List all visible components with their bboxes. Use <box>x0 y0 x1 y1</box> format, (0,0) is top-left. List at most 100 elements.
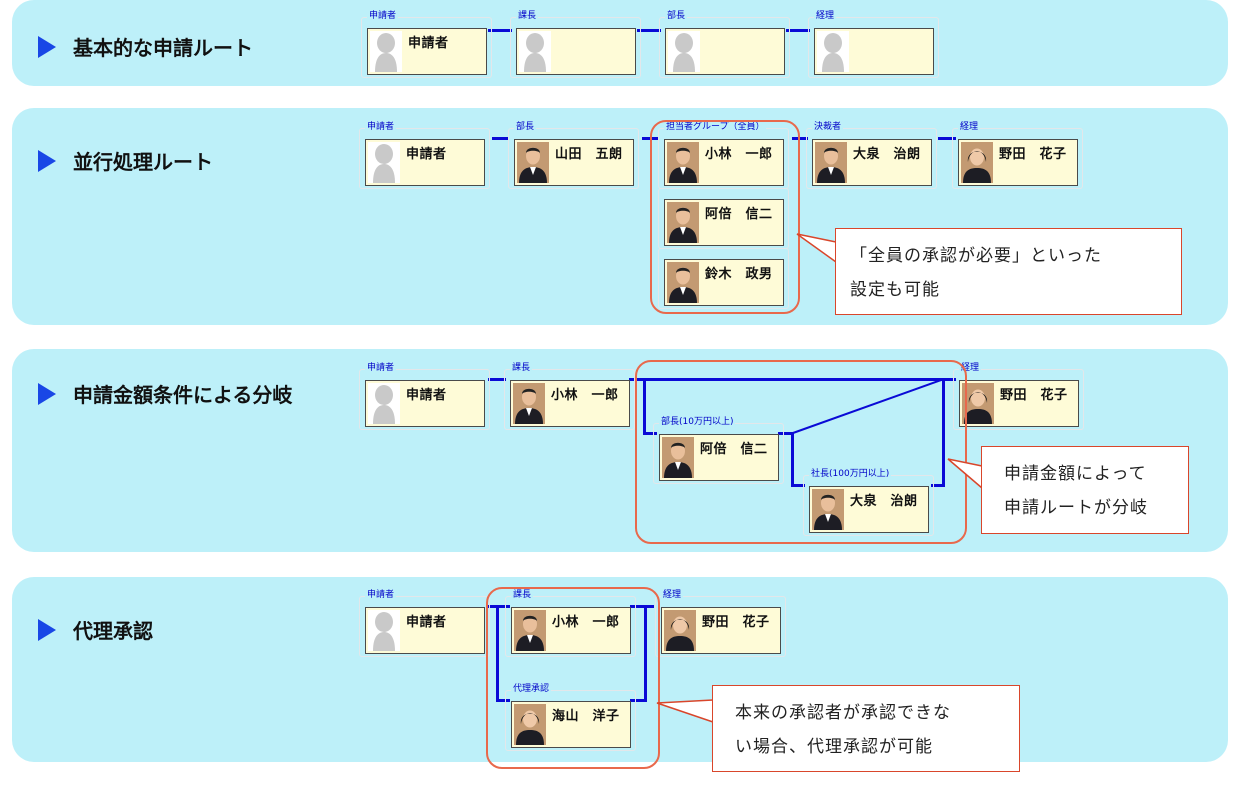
connector-line <box>492 137 508 140</box>
approver-name: 阿倍 信二 <box>705 207 773 222</box>
approver-card[interactable]: 大泉 治朗 <box>809 486 929 533</box>
node-label: 経理 <box>959 363 982 374</box>
connector-line <box>643 378 646 434</box>
approver-card[interactable]: 野田 花子 <box>958 139 1078 186</box>
approver-name: 野田 花子 <box>702 615 770 630</box>
approver-name: 鈴木 政男 <box>705 267 773 282</box>
route-node-applicant: 申請者 申請者 <box>359 363 490 430</box>
approver-card[interactable]: 鈴木 政男 <box>664 259 784 306</box>
connector-line <box>496 605 499 701</box>
connector-line <box>942 378 956 381</box>
section-title: 代理承認 <box>38 615 153 644</box>
approver-name: 小林 一郎 <box>551 388 619 403</box>
route-node-applicant: 申請者 申請者 <box>359 590 490 657</box>
route-node-keiri: 経理 野田 花子 <box>655 590 786 657</box>
approver-name: 申請者 <box>406 615 447 630</box>
connector-line <box>630 605 654 608</box>
placeholder-avatar-icon <box>368 142 400 183</box>
route-node-kessai: 決裁者 大泉 治朗 <box>806 122 937 189</box>
approver-card[interactable]: 阿倍 信二 <box>659 434 779 481</box>
node-label: 経理 <box>661 590 684 601</box>
section-title-text: 代理承認 <box>73 619 153 643</box>
placeholder-avatar-icon <box>368 383 400 424</box>
route-node-kacho: 課長 <box>510 11 641 78</box>
person-photo-icon <box>961 142 993 183</box>
approver-name: 海山 洋子 <box>552 709 620 724</box>
route-node-group-member-2: 阿倍 信二 <box>658 188 789 249</box>
approver-card[interactable]: 野田 花子 <box>661 607 781 654</box>
highlight-branch-area <box>635 360 967 544</box>
connector-line <box>792 137 808 140</box>
person-photo-icon <box>667 142 699 183</box>
route-node-kacho: 課長 小林 一郎 <box>504 363 635 430</box>
node-label: 申請者 <box>365 590 397 601</box>
node-label: 経理 <box>958 122 981 133</box>
node-label: 申請者 <box>365 363 397 374</box>
route-node-keiri: 経理 野田 花子 <box>953 363 1084 430</box>
callout-line: 本来の承認者が承認できな <box>735 703 951 723</box>
connector-line <box>488 29 512 32</box>
approver-card[interactable]: 小林 一郎 <box>511 607 631 654</box>
approver-name: 申請者 <box>406 388 447 403</box>
connector-line <box>786 29 810 32</box>
connector-line <box>791 432 794 486</box>
approver-card[interactable]: 申請者 <box>365 139 485 186</box>
callout-line: 設定も可能 <box>850 280 940 300</box>
highlight-proxy-area <box>486 587 660 769</box>
approver-card[interactable]: 阿倍 信二 <box>664 199 784 246</box>
person-photo-icon <box>662 437 694 478</box>
route-node-bucho: 部長 山田 五朗 <box>508 122 639 189</box>
node-label: 申請者 <box>365 122 397 133</box>
node-label: 部長(10万円以上) <box>659 417 736 428</box>
person-photo-icon <box>517 142 549 183</box>
person-photo-icon <box>667 262 699 303</box>
approver-name: 申請者 <box>408 36 449 51</box>
person-photo-icon <box>815 142 847 183</box>
node-label: 部長 <box>665 11 688 22</box>
callout-line: 申請金額によって <box>1004 464 1147 484</box>
placeholder-avatar-icon <box>370 31 402 72</box>
approver-name: 申請者 <box>406 147 447 162</box>
connector-line <box>630 699 647 702</box>
connector-line <box>644 605 647 701</box>
callout-line: 「全員の承認が必要」といった <box>850 246 1102 266</box>
connector-line <box>931 484 945 487</box>
approver-card[interactable]: 申請者 <box>365 607 485 654</box>
route-node-applicant: 申請者 申請者 <box>361 11 492 78</box>
approver-card[interactable] <box>665 28 785 75</box>
connector-line <box>488 605 510 608</box>
approver-card[interactable]: 野田 花子 <box>959 380 1079 427</box>
placeholder-avatar-icon <box>368 610 400 651</box>
route-node-shacho: 社長(100万円以上) 大泉 治朗 <box>803 469 934 536</box>
approver-card[interactable]: 大泉 治朗 <box>812 139 932 186</box>
approver-card[interactable]: 申請者 <box>367 28 487 75</box>
approver-card[interactable]: 海山 洋子 <box>511 701 631 748</box>
approver-card[interactable] <box>814 28 934 75</box>
node-label: 課長 <box>511 590 534 601</box>
approver-card[interactable]: 申請者 <box>365 380 485 427</box>
approver-name: 阿倍 信二 <box>700 442 768 457</box>
callout-line: い場合、代理承認が可能 <box>735 737 933 757</box>
route-node-keiri: 経理 野田 花子 <box>952 122 1083 189</box>
node-label: 代理承認 <box>511 684 552 695</box>
connector-line <box>778 432 794 435</box>
node-label: 課長 <box>510 363 533 374</box>
node-label: 決裁者 <box>812 122 844 133</box>
approver-card[interactable]: 小林 一郎 <box>664 139 784 186</box>
approver-card[interactable] <box>516 28 636 75</box>
connector-line <box>643 432 657 435</box>
approver-name: 大泉 治朗 <box>850 494 918 509</box>
route-node-keiri: 経理 <box>808 11 939 78</box>
connector-line <box>637 29 661 32</box>
callout-line: 申請ルートが分岐 <box>1004 498 1148 518</box>
approver-card[interactable]: 山田 五朗 <box>514 139 634 186</box>
section-title-text: 並行処理ルート <box>73 150 213 174</box>
approver-name: 野田 花子 <box>999 147 1067 162</box>
section-title-text: 申請金額条件による分岐 <box>73 383 293 407</box>
node-label: 担当者グループ（全員） <box>664 122 767 133</box>
node-label: 部長 <box>514 122 537 133</box>
node-label: 課長 <box>516 11 539 22</box>
route-node-kacho: 課長 小林 一郎 <box>505 590 636 657</box>
approver-card[interactable]: 小林 一郎 <box>510 380 630 427</box>
approver-name: 山田 五朗 <box>555 147 623 162</box>
